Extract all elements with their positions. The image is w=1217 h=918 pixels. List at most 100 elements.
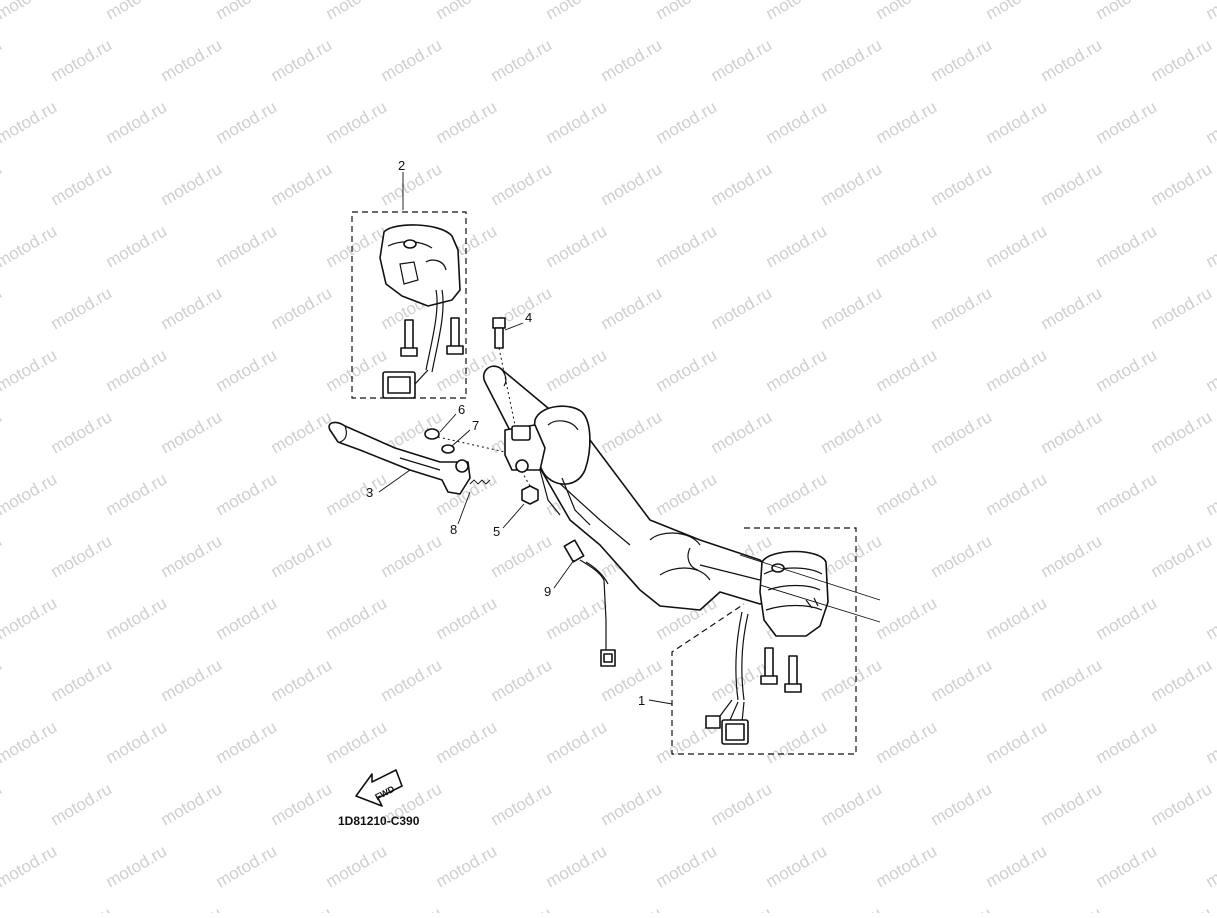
watermark-text: motod.ru xyxy=(1148,779,1216,829)
watermark-text: motod.ru xyxy=(653,469,721,519)
watermark-text: motod.ru xyxy=(323,469,391,519)
watermark-text: motod.ru xyxy=(103,221,171,271)
watermark-text: motod.ru xyxy=(1148,283,1216,333)
watermark-text: motod.ru xyxy=(708,407,776,457)
watermark-text: motod.ru xyxy=(873,841,941,891)
watermark-text: motod.ru xyxy=(213,221,281,271)
watermark-text: motod.ru xyxy=(1093,593,1161,643)
fwd-arrow: FWD xyxy=(356,770,402,806)
watermark-text: motod.ru xyxy=(433,841,501,891)
watermark-text: motod.ru xyxy=(928,283,996,333)
watermark-text: motod.ru xyxy=(433,97,501,147)
watermark-text: motod.ru xyxy=(268,159,336,209)
watermark-text: motod.ru xyxy=(1203,0,1217,23)
watermark-text: motod.ru xyxy=(543,841,611,891)
watermark-text: motod.ru xyxy=(653,97,721,147)
watermark-text: motod.ru xyxy=(268,283,336,333)
watermark-text: motod.ru xyxy=(103,841,171,891)
watermark-text: motod.ru xyxy=(268,655,336,705)
watermark-text: motod.ru xyxy=(818,159,886,209)
callout-3: 3 xyxy=(366,485,373,500)
watermark-text: motod.ru xyxy=(268,779,336,829)
watermark-text: motod.ru xyxy=(763,345,831,395)
watermark-text: motod.ru xyxy=(653,0,721,23)
watermark-text: motod.ru xyxy=(983,221,1051,271)
watermark-text: motod.ru xyxy=(0,407,5,457)
watermark-text: motod.ru xyxy=(1148,35,1216,85)
watermark-text: motod.ru xyxy=(213,345,281,395)
watermark-text: motod.ru xyxy=(0,717,60,767)
watermark-text: motod.ru xyxy=(873,221,941,271)
watermark-text: motod.ru xyxy=(378,531,446,581)
watermark-text: motod.ru xyxy=(0,35,5,85)
watermark-text: motod.ru xyxy=(763,841,831,891)
watermark-text: motod.ru xyxy=(708,283,776,333)
watermark-text: motod.ru xyxy=(268,35,336,85)
watermark-text: motod.ru xyxy=(323,841,391,891)
watermark-text: motod.ru xyxy=(763,0,831,23)
watermark-text: motod.ru xyxy=(488,655,556,705)
watermark-text: motod.ru xyxy=(708,159,776,209)
watermark-text: motod.ru xyxy=(1203,717,1217,767)
callout-8: 8 xyxy=(450,522,457,537)
diagram-code: 1D81210-C390 xyxy=(338,814,420,828)
watermark-text: motod.ru xyxy=(0,97,60,147)
callout-7: 7 xyxy=(472,418,479,433)
watermark-text: motod.ru xyxy=(0,903,5,913)
watermark-text: motod.ru xyxy=(1203,593,1217,643)
watermark-text: motod.ru xyxy=(1038,531,1106,581)
watermark-text: motod.ru xyxy=(543,221,611,271)
watermark-text: motod.ru xyxy=(983,0,1051,23)
watermark-text: motod.ru xyxy=(763,469,831,519)
watermark-text: motod.ru xyxy=(653,841,721,891)
watermark-text: motod.ru xyxy=(983,97,1051,147)
watermark-text: motod.ru xyxy=(48,531,116,581)
watermark-text: motod.ru xyxy=(1148,655,1216,705)
watermark-text: motod.ru xyxy=(488,159,556,209)
watermark-text: motod.ru xyxy=(708,903,776,913)
watermark-text: motod.ru xyxy=(598,779,666,829)
watermark-text: motod.ru xyxy=(873,97,941,147)
watermark-text: motod.ru xyxy=(543,0,611,23)
watermark-text: motod.ru xyxy=(928,35,996,85)
watermark-text: motod.ru xyxy=(378,655,446,705)
watermark-text: motod.ru xyxy=(158,779,226,829)
watermark-text: motod.ru xyxy=(1093,841,1161,891)
watermark-text: motod.ru xyxy=(1038,655,1106,705)
watermark-text: motod.ru xyxy=(0,531,5,581)
watermark-text: motod.ru xyxy=(103,593,171,643)
watermark-text: motod.ru xyxy=(1093,345,1161,395)
watermark-text: motod.ru xyxy=(1203,345,1217,395)
watermark-text: motod.ru xyxy=(818,407,886,457)
watermark-text: motod.ru xyxy=(873,469,941,519)
watermark-text: motod.ru xyxy=(378,159,446,209)
watermark-text: motod.ru xyxy=(708,35,776,85)
watermark-text: motod.ru xyxy=(1093,221,1161,271)
watermark-text: motod.ru xyxy=(323,97,391,147)
watermark-text: motod.ru xyxy=(1038,35,1106,85)
watermark-text: motod.ru xyxy=(818,283,886,333)
watermark-text: motod.ru xyxy=(0,283,5,333)
watermark-text: motod.ru xyxy=(818,903,886,913)
watermark-text: motod.ru xyxy=(763,97,831,147)
watermark-text: motod.ru xyxy=(488,35,556,85)
watermark-text: motod.ru xyxy=(158,407,226,457)
watermark-text: motod.ru xyxy=(323,0,391,23)
watermark-text: motod.ru xyxy=(48,779,116,829)
watermark-text: motod.ru xyxy=(268,407,336,457)
watermark-text: motod.ru xyxy=(1203,97,1217,147)
watermark-text: motod.ru xyxy=(763,221,831,271)
watermark-text: motod.ru xyxy=(818,655,886,705)
watermark-text: motod.ru xyxy=(653,221,721,271)
watermark-text: motod.ru xyxy=(103,469,171,519)
watermark-text: motod.ru xyxy=(928,159,996,209)
watermark-text: motod.ru xyxy=(323,717,391,767)
watermark-text: motod.ru xyxy=(103,0,171,23)
watermark-text: motod.ru xyxy=(323,345,391,395)
watermark-text: motod.ru xyxy=(48,283,116,333)
nut xyxy=(522,472,538,504)
watermark-text: motod.ru xyxy=(0,221,60,271)
watermark-text: motod.ru xyxy=(103,717,171,767)
watermark-text: motod.ru xyxy=(0,593,60,643)
